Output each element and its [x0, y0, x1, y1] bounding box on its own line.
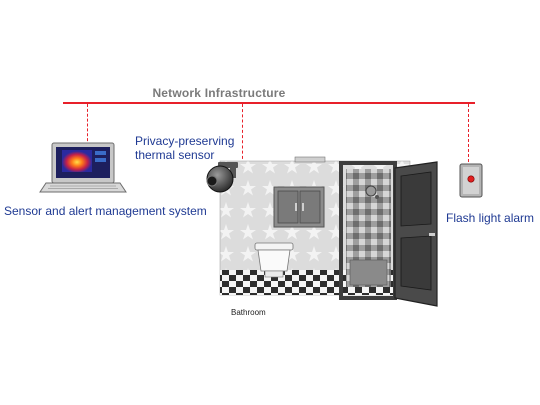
dashed-link-alarm [468, 104, 469, 162]
flash-light-alarm-icon [459, 163, 483, 198]
bathroom-illustration [219, 156, 411, 300]
bathroom-label: Bathroom [231, 308, 266, 317]
sensor-label-line1: Privacy-preserving [135, 134, 235, 148]
sensor-label-line2: thermal sensor [135, 148, 215, 162]
laptop-icon [39, 142, 127, 193]
flash-light-alarm-label: Flash light alarm [446, 211, 535, 225]
thermal-camera-icon [206, 162, 238, 193]
sensor-label: Privacy-preserving thermal sensor [135, 134, 234, 162]
dashed-link-sensor [242, 104, 243, 164]
dashed-link-management [87, 104, 88, 146]
network-infrastructure-label: Network Infrastructure [152, 86, 286, 100]
open-door-icon [394, 161, 438, 307]
network-line [63, 102, 475, 104]
management-system-label: Sensor and alert management system [4, 204, 207, 218]
